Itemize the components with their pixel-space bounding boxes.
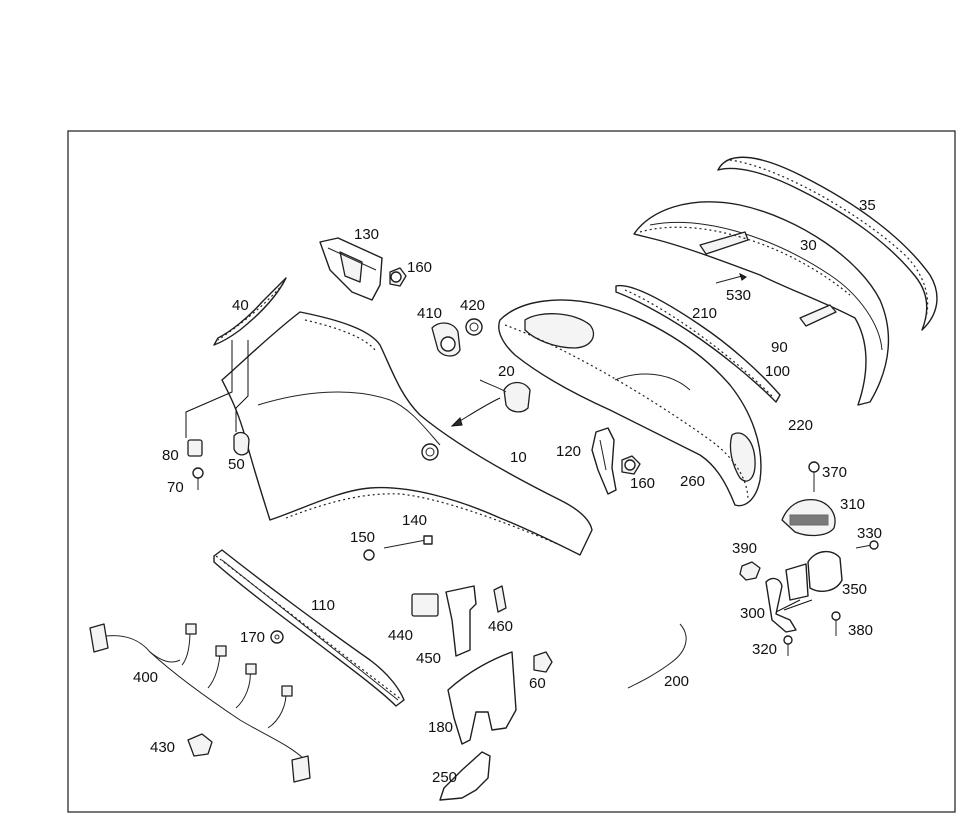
callout-160a: 160	[407, 259, 432, 276]
part-35-trim-strip[interactable]	[717, 156, 938, 331]
callout-380: 380	[848, 622, 873, 639]
part-310-unit[interactable]	[781, 499, 836, 537]
callout-390: 390	[732, 540, 757, 557]
part-420-ring[interactable]	[465, 318, 483, 336]
callout-400: 400	[133, 669, 158, 686]
part-300-carrier[interactable]	[765, 577, 801, 633]
callout-90: 90	[771, 339, 788, 356]
leader-lines	[185, 340, 813, 611]
callout-60: 60	[529, 675, 546, 692]
callout-110: 110	[311, 597, 335, 614]
callout-210: 210	[692, 305, 717, 322]
part-120-bracket[interactable]	[591, 427, 617, 495]
callout-130: 130	[354, 226, 379, 243]
part-150-washer[interactable]	[363, 549, 375, 561]
callout-labels: 35 30 130 160 530 210 40 410 420 90 100 …	[133, 197, 882, 786]
callout-80: 80	[162, 447, 179, 464]
callout-35: 35	[859, 197, 876, 214]
callout-350: 350	[842, 581, 867, 598]
callout-200: 200	[664, 673, 689, 690]
callout-460: 460	[488, 618, 513, 635]
callout-40: 40	[232, 297, 249, 314]
part-250-bracket[interactable]	[439, 751, 491, 801]
callout-30: 30	[800, 237, 817, 254]
part-110-absorber[interactable]	[213, 549, 405, 707]
callout-530: 530	[726, 287, 751, 304]
part-130-bracket[interactable]	[319, 237, 383, 301]
callout-20: 20	[498, 363, 515, 380]
diagram-frame	[67, 130, 956, 813]
callout-70: 70	[167, 479, 184, 496]
part-170-clip[interactable]	[270, 630, 284, 644]
callout-180: 180	[428, 719, 453, 736]
callout-320: 320	[752, 641, 777, 658]
callout-220: 220	[788, 417, 813, 434]
part-380-screw[interactable]	[831, 611, 841, 636]
part-160b-clip[interactable]	[621, 455, 641, 475]
part-10-bumper[interactable]	[221, 311, 593, 556]
part-200-wire[interactable]	[627, 623, 687, 689]
callout-260: 260	[680, 473, 705, 490]
part-460-pin[interactable]	[493, 585, 507, 613]
callout-50: 50	[228, 456, 245, 473]
callout-300: 300	[740, 605, 765, 622]
callout-330: 330	[857, 525, 882, 542]
part-160a-clip[interactable]	[389, 267, 407, 287]
callout-140: 140	[402, 512, 427, 529]
callout-420: 420	[460, 297, 485, 314]
callout-450: 450	[416, 650, 441, 667]
part-260-lower-panel[interactable]	[498, 299, 762, 507]
callout-430: 430	[150, 739, 175, 756]
part-350-bracket[interactable]	[785, 551, 843, 601]
part-330-bolt[interactable]	[855, 540, 879, 550]
callout-10: 10	[510, 449, 527, 466]
callout-160b: 160	[630, 475, 655, 492]
callout-250: 250	[432, 769, 457, 786]
part-210-strip[interactable]	[615, 284, 781, 403]
part-450-bracket[interactable]	[445, 585, 477, 657]
callout-150: 150	[350, 529, 375, 546]
callout-310: 310	[840, 496, 865, 513]
part-370-screw[interactable]	[808, 461, 820, 492]
callout-410: 410	[417, 305, 442, 322]
part-530-pin[interactable]	[715, 273, 747, 284]
part-80-nut[interactable]	[187, 439, 203, 457]
part-320-screw[interactable]	[783, 635, 793, 656]
callout-100: 100	[765, 363, 790, 380]
part-140-pin[interactable]	[383, 535, 433, 549]
part-440-pad[interactable]	[411, 593, 439, 617]
part-20-cover[interactable]	[450, 379, 531, 427]
part-430-connector[interactable]	[187, 733, 213, 757]
callout-370: 370	[822, 464, 847, 481]
callout-440: 440	[388, 627, 413, 644]
part-30-diffuser[interactable]	[633, 201, 890, 406]
part-180-panel[interactable]	[447, 651, 517, 745]
callout-170: 170	[240, 629, 265, 646]
part-390-nut[interactable]	[739, 561, 761, 581]
callout-120: 120	[556, 443, 581, 460]
part-400-harness[interactable]	[89, 623, 311, 783]
part-60-clip[interactable]	[533, 651, 553, 673]
part-410-sensor[interactable]	[431, 322, 461, 357]
part-70-screw[interactable]	[192, 467, 204, 490]
part-40-strip[interactable]	[213, 277, 287, 346]
part-50-clip[interactable]	[233, 431, 250, 456]
